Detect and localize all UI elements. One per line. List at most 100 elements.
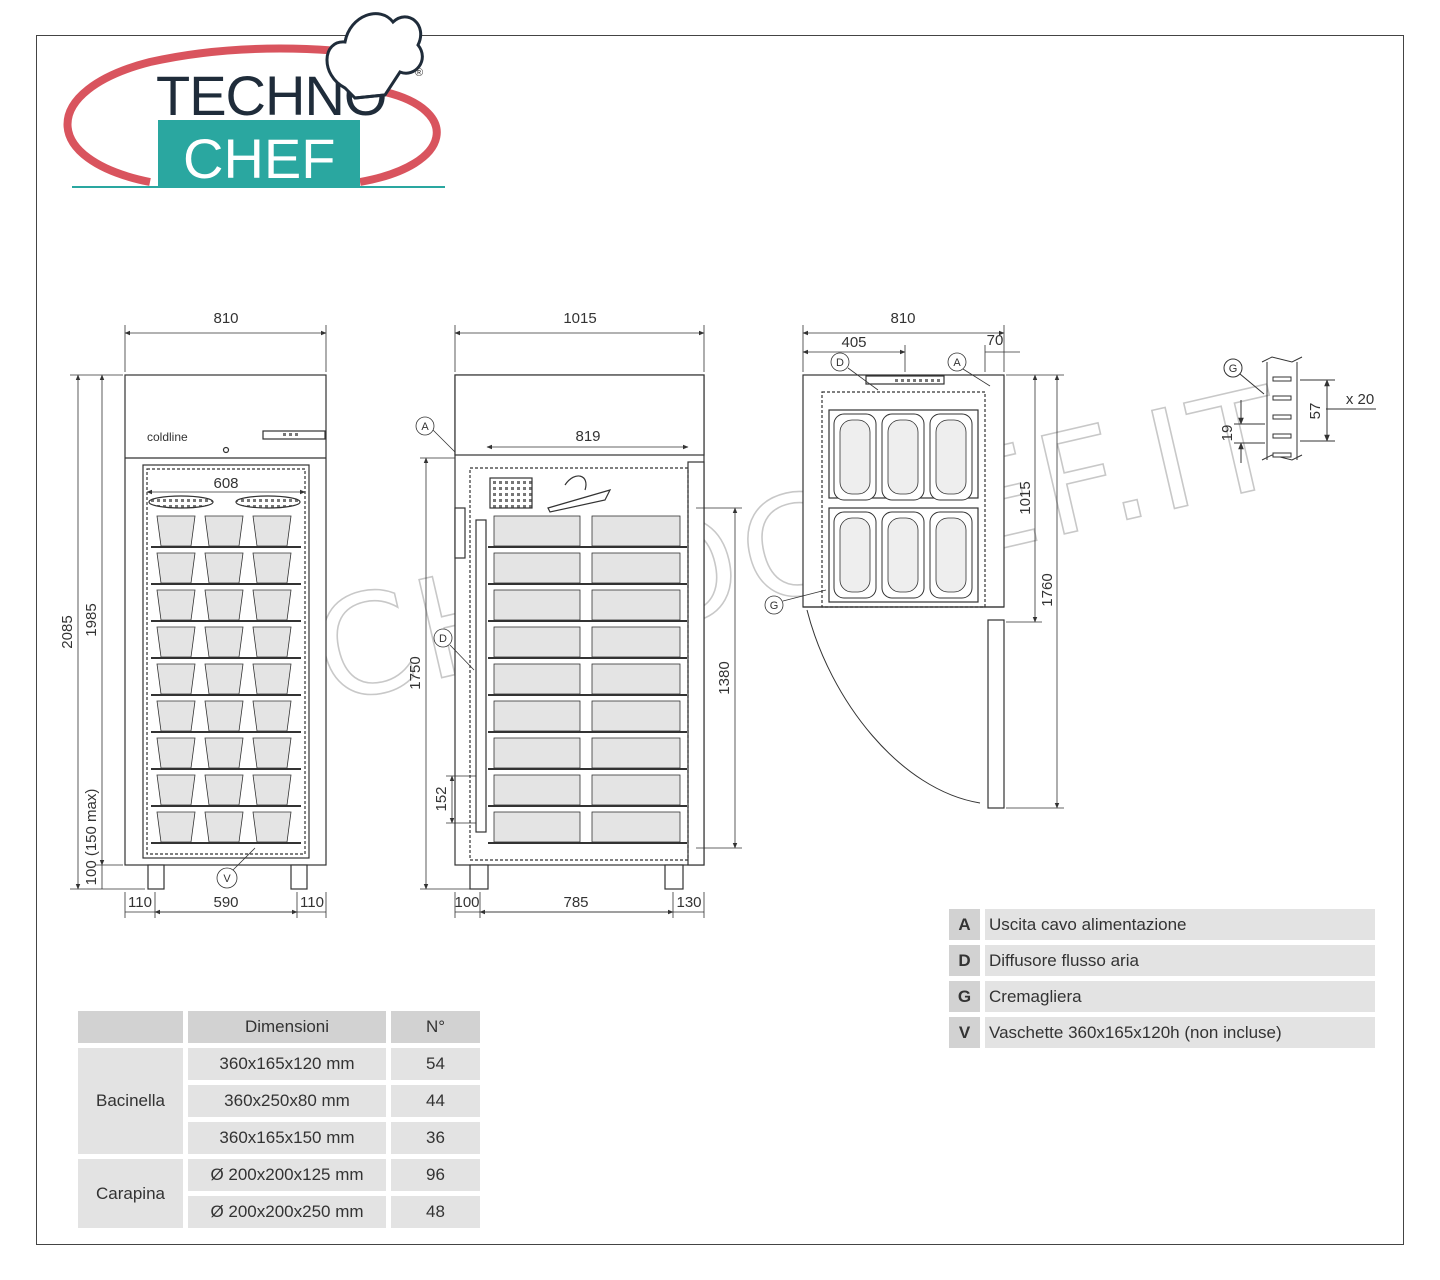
front-inner-width-label: 608 — [213, 475, 238, 492]
front-tray — [252, 515, 292, 547]
front-tray — [252, 552, 292, 584]
top-width-label: 810 — [890, 310, 915, 327]
table-header — [78, 1011, 183, 1043]
technochef-logo: TECHNO CHEF ® — [63, 12, 445, 190]
table-cell-dimension: 360x250x80 mm — [188, 1085, 386, 1117]
front-feet-height-label: 100 (150 max) — [83, 789, 100, 886]
top-open-depth-label: 1760 — [1039, 573, 1056, 606]
rack-detail — [1223, 356, 1376, 463]
side-depth-label: 1015 — [563, 310, 596, 327]
side-tray — [493, 663, 581, 695]
top-offset-label: 70 — [987, 332, 1004, 349]
front-tray — [252, 700, 292, 732]
top-view — [802, 374, 1005, 809]
top-pan-inner — [839, 419, 871, 495]
top-depth-label: 1015 — [1017, 481, 1034, 514]
top-pan-inner — [839, 517, 871, 593]
front-center-width-label: 590 — [213, 894, 238, 911]
front-tray — [156, 626, 196, 658]
legend-text: Uscita cavo alimentazione — [985, 909, 1375, 940]
front-tray — [204, 552, 244, 584]
front-tray — [204, 626, 244, 658]
side-tray — [591, 626, 681, 658]
top-callout-d: D — [836, 357, 844, 369]
side-dimensions — [415, 325, 742, 918]
front-tray — [252, 626, 292, 658]
legend-text: Diffusore flusso aria — [985, 945, 1375, 976]
rack-pitch-label: 57 — [1307, 403, 1324, 420]
top-callout-a: A — [953, 357, 961, 369]
side-tray — [493, 737, 581, 769]
front-tray — [204, 774, 244, 806]
side-tray — [493, 811, 581, 843]
front-tray — [156, 589, 196, 621]
front-tray — [156, 700, 196, 732]
table-cell-dimension: 360x165x150 mm — [188, 1122, 386, 1154]
side-tray-grid — [488, 515, 687, 844]
front-tray — [204, 589, 244, 621]
table-cell-count: 44 — [391, 1085, 480, 1117]
front-tray — [204, 663, 244, 695]
callout-v: V — [223, 873, 231, 885]
side-tray — [591, 663, 681, 695]
table-group-name: Carapina — [78, 1159, 183, 1228]
rack-callout-g: G — [1229, 363, 1238, 375]
rack-slot — [1272, 376, 1292, 382]
table-cell-count: 48 — [391, 1196, 480, 1228]
front-tray — [252, 737, 292, 769]
side-tray — [493, 774, 581, 806]
page-frame — [36, 35, 1404, 1245]
front-tray — [252, 663, 292, 695]
top-pan-inner — [935, 419, 967, 495]
side-front-label: 130 — [676, 894, 701, 911]
top-pan-inner — [887, 517, 919, 593]
side-callout-d: D — [439, 633, 447, 645]
top-pan-inner — [935, 517, 967, 593]
front-left-offset-label: 110 — [128, 894, 152, 911]
side-tray — [493, 626, 581, 658]
front-tray — [204, 515, 244, 547]
front-tray — [156, 811, 196, 843]
front-tray — [204, 811, 244, 843]
rack-slot — [1272, 395, 1292, 401]
front-tray — [204, 700, 244, 732]
side-mid-label: 785 — [563, 894, 588, 911]
logo-chef-text: CHEF — [183, 127, 335, 190]
side-low-label: 152 — [433, 786, 450, 811]
side-callout-a: A — [421, 421, 429, 433]
legend-key: V — [949, 1017, 980, 1048]
side-inner-depth-label: 819 — [575, 428, 600, 445]
side-tray — [591, 552, 681, 584]
front-tray — [156, 663, 196, 695]
rack-count-label: x 20 — [1346, 391, 1374, 408]
front-tray — [156, 737, 196, 769]
side-inner-height-label: 1380 — [716, 661, 733, 694]
front-tray — [204, 737, 244, 769]
side-tray — [591, 589, 681, 621]
legend-text: Cremagliera — [985, 981, 1375, 1012]
legend-key: A — [949, 909, 980, 940]
table-cell-dimension: 360x165x120 mm — [188, 1048, 386, 1080]
registered-mark: ® — [415, 67, 423, 79]
table-header: N° — [391, 1011, 480, 1043]
front-width-label: 810 — [213, 310, 238, 327]
front-body-height-label: 1985 — [83, 603, 100, 636]
side-tray — [493, 589, 581, 621]
top-half-label: 405 — [841, 334, 866, 351]
table-cell-dimension: Ø 200x200x125 mm — [188, 1159, 386, 1191]
table-cell-count: 96 — [391, 1159, 480, 1191]
front-dimensions — [70, 325, 327, 918]
side-tray — [591, 515, 681, 547]
rack-slot — [1272, 452, 1292, 458]
table-cell-count: 36 — [391, 1122, 480, 1154]
side-tray — [493, 515, 581, 547]
side-view — [454, 374, 705, 890]
legend-key: D — [949, 945, 980, 976]
